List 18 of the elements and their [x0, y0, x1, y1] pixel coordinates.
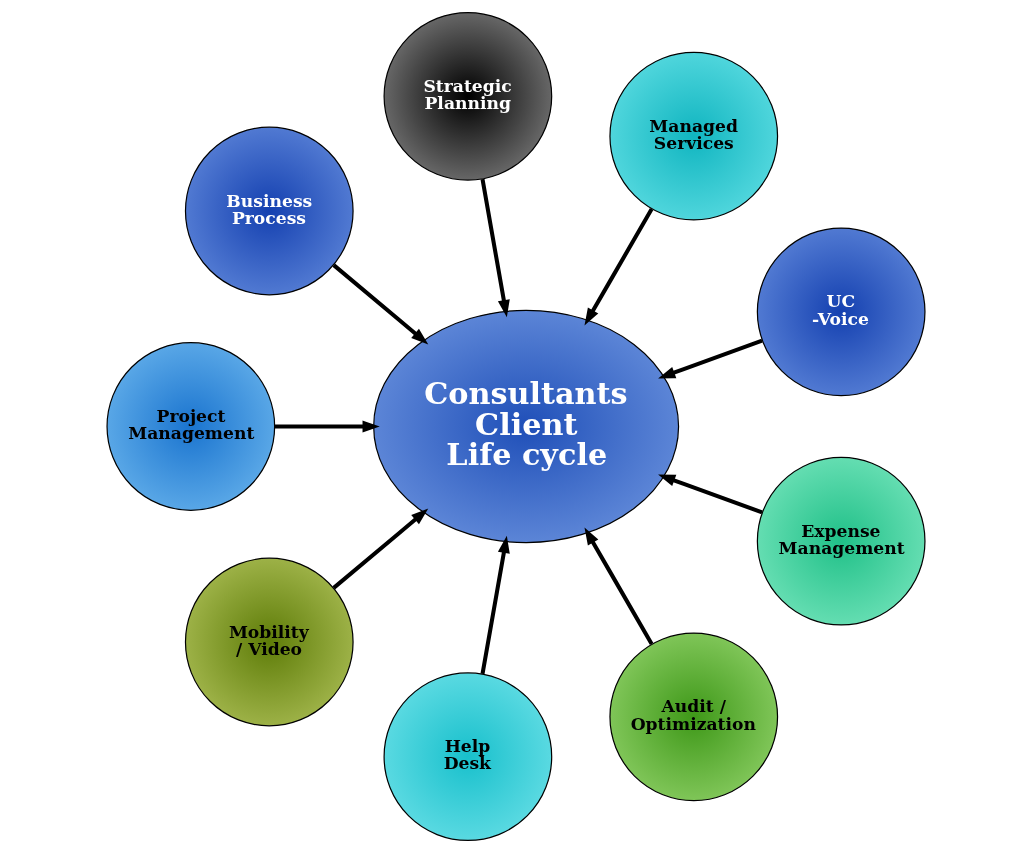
arrow	[480, 535, 510, 675]
node-circle: Strategic Planning	[383, 11, 552, 181]
arrow	[657, 474, 763, 515]
arrow	[480, 178, 510, 318]
node-circle: Project Management	[105, 342, 275, 511]
arrow	[583, 208, 653, 326]
arrow	[331, 263, 428, 345]
node-circle: Expense Management	[756, 456, 926, 626]
node-circle: Help Desk	[383, 672, 552, 842]
arrow	[657, 338, 763, 379]
arrow	[331, 508, 428, 590]
node-circle: Business Process	[184, 126, 354, 296]
node-circle: Audit / Optimization	[608, 632, 778, 802]
node-circle: UC -Voice	[756, 227, 926, 397]
node-circle: Managed Services	[608, 51, 778, 221]
node-circle: Mobility / Video	[184, 557, 354, 727]
arrow	[274, 420, 380, 433]
arrow	[583, 527, 653, 645]
